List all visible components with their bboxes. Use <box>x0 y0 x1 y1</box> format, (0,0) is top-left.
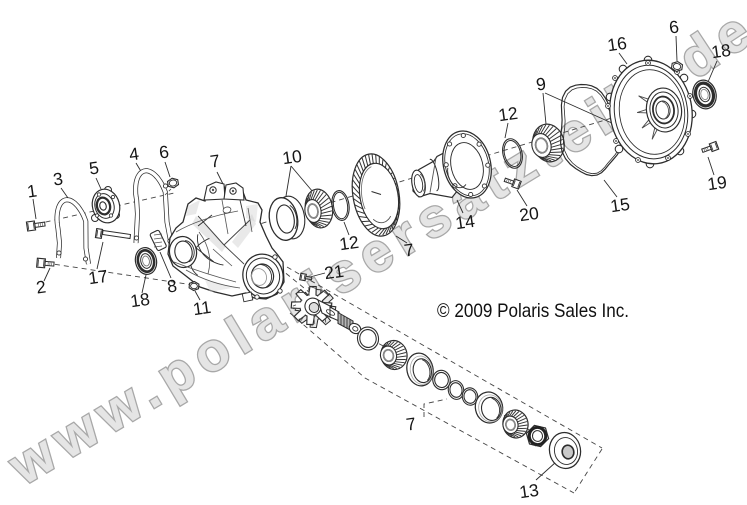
svg-text:8: 8 <box>166 275 178 296</box>
svg-text:14: 14 <box>454 211 476 234</box>
svg-text:3: 3 <box>52 168 64 189</box>
svg-text:15: 15 <box>609 194 631 217</box>
svg-text:13: 13 <box>518 480 540 503</box>
svg-text:12: 12 <box>497 103 519 126</box>
svg-text:1: 1 <box>26 180 38 201</box>
svg-text:12: 12 <box>338 232 360 255</box>
svg-text:5: 5 <box>88 157 100 178</box>
svg-text:7: 7 <box>403 239 415 260</box>
svg-text:11: 11 <box>192 297 213 319</box>
svg-text:16: 16 <box>606 33 628 56</box>
svg-text:17: 17 <box>87 266 109 289</box>
svg-text:21: 21 <box>323 261 345 284</box>
svg-text:4: 4 <box>128 143 141 164</box>
svg-text:7: 7 <box>405 413 417 434</box>
svg-text:20: 20 <box>518 203 540 226</box>
svg-text:6: 6 <box>158 141 170 162</box>
svg-text:7: 7 <box>209 150 221 171</box>
svg-text:19: 19 <box>706 172 728 195</box>
svg-text:10: 10 <box>281 146 303 169</box>
svg-text:6: 6 <box>668 16 680 37</box>
svg-text:18: 18 <box>710 40 732 63</box>
svg-text:18: 18 <box>129 289 151 312</box>
svg-text:© 2009 Polaris Sales Inc.: © 2009 Polaris Sales Inc. <box>437 300 629 322</box>
svg-text:9: 9 <box>535 73 547 94</box>
svg-text:2: 2 <box>35 276 47 297</box>
